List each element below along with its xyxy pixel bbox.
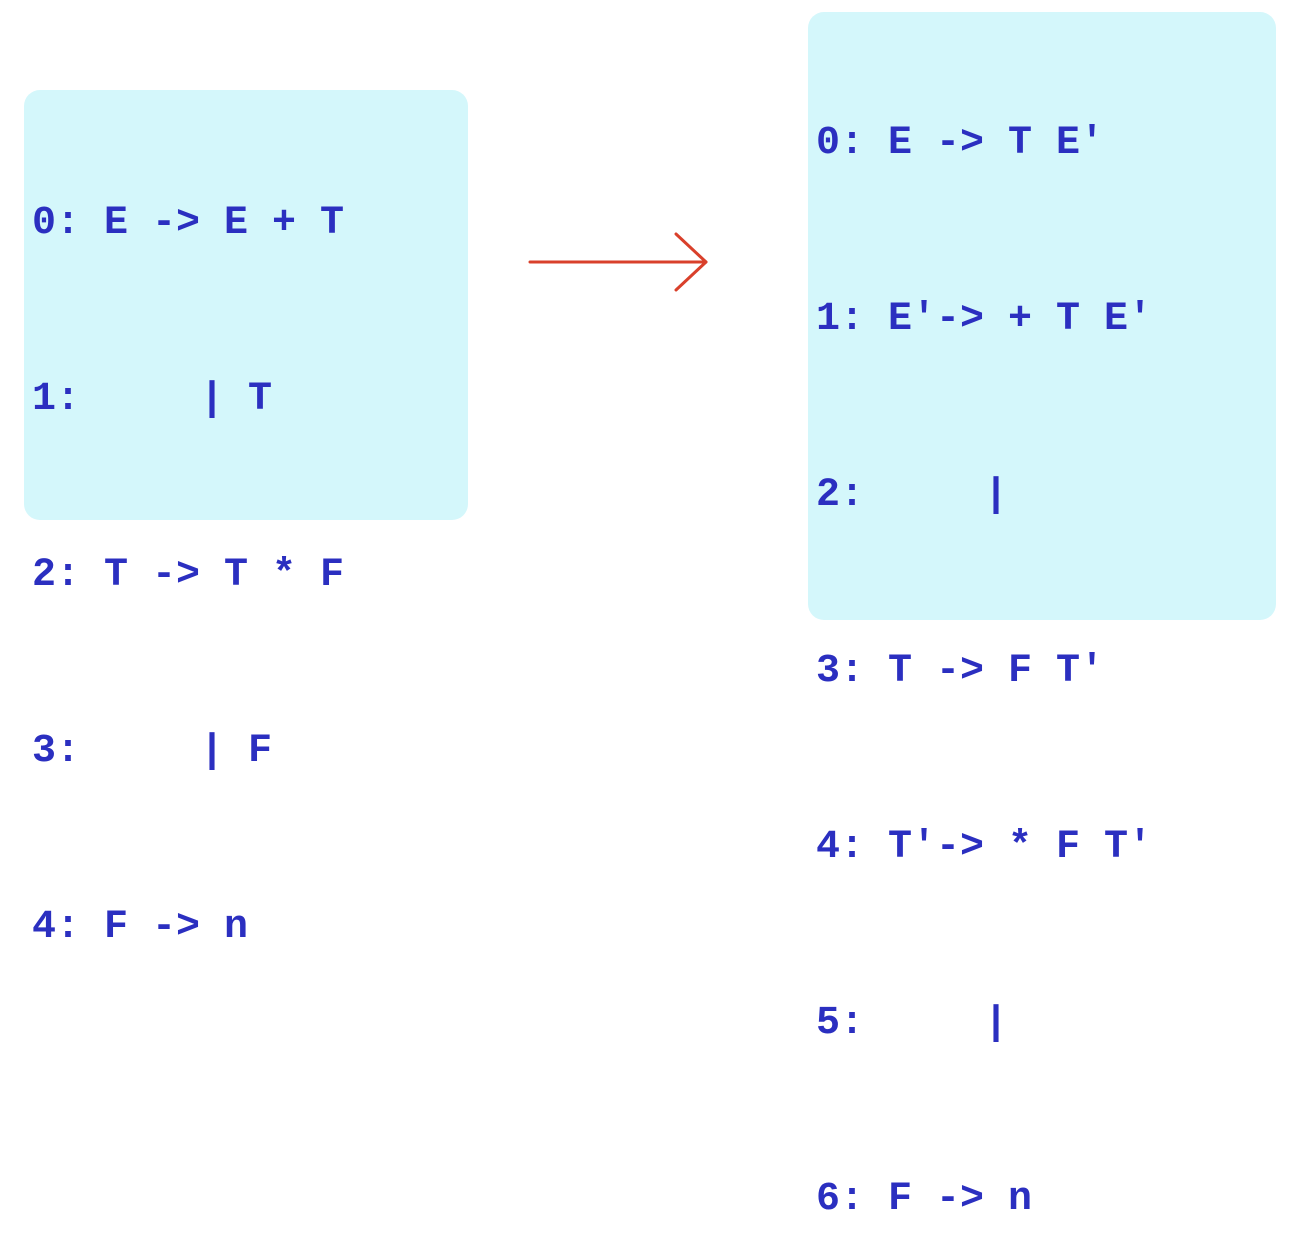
original-rule-1: 1: | T bbox=[32, 377, 273, 422]
transformed-grammar-box: 0: E -> T E′ 1: E′-> + T E′ 2: | 3: T ->… bbox=[808, 12, 1276, 1222]
original-rule-0: 0: E -> E + T bbox=[32, 201, 345, 246]
transform-arrow-icon bbox=[528, 232, 708, 292]
transformed-rule-6: 6: F -> n bbox=[816, 1177, 1033, 1222]
original-rule-2: 2: T -> T * F bbox=[32, 553, 345, 598]
transformed-rule-1: 1: E′-> + T E′ bbox=[816, 297, 1153, 342]
original-rule-3: 3: | F bbox=[32, 729, 273, 774]
original-grammar-box: 0: E -> E + T 1: | T 2: T -> T * F 3: | … bbox=[24, 90, 468, 950]
transformed-rule-3: 3: T -> F T′ bbox=[816, 649, 1105, 694]
transformed-rule-0: 0: E -> T E′ bbox=[816, 121, 1105, 166]
transformed-rule-4: 4: T′-> * F T′ bbox=[816, 825, 1153, 870]
original-rule-4: 4: F -> n bbox=[32, 905, 249, 950]
transformed-rule-5: 5: | bbox=[816, 1001, 1009, 1046]
transformed-rule-2: 2: | bbox=[816, 473, 1009, 518]
